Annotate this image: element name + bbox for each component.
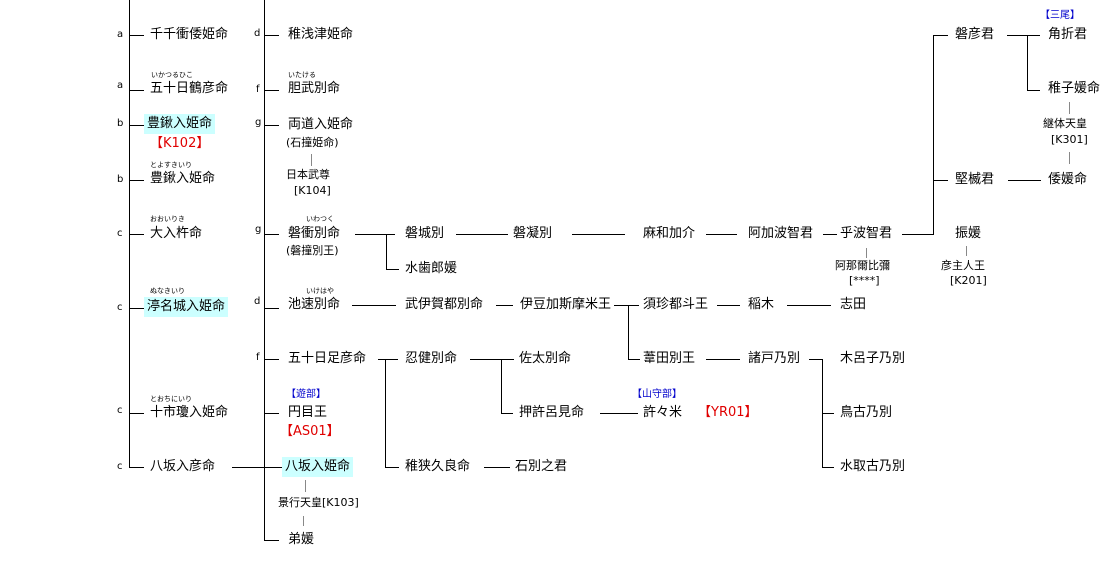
person-keiko[interactable]: 景行天皇[K103] (278, 496, 359, 509)
code-anaeni[interactable]: [****] (849, 274, 880, 287)
person-ishiwake[interactable]: 石別之君 (515, 459, 568, 474)
person-oshikoromi[interactable]: 押許呂見命 (519, 405, 585, 420)
person-iwagori[interactable]: 磐凝別 (513, 226, 553, 241)
group-asobe: 【遊部】 (286, 389, 326, 400)
alt-name-futaji: (石撞姫命) (286, 136, 339, 149)
gen-letter: b (117, 118, 124, 129)
person-iwahiko[interactable]: 磐彦君 (955, 27, 995, 42)
person-shida[interactable]: 志田 (840, 297, 867, 312)
person-katasu[interactable]: 堅楲君 (955, 172, 995, 187)
gen-letter: a (117, 29, 124, 40)
person-iwatsuku[interactable]: 磐衝別命 (288, 226, 341, 241)
person-anaeni[interactable]: 阿那爾比彌 (835, 259, 890, 272)
person-ikatsuru[interactable]: 五十日鶴彦命 (150, 81, 229, 96)
gen-letter: b (117, 174, 124, 185)
gen-letter: a (117, 80, 124, 91)
code-k201[interactable]: [K201] (950, 274, 987, 287)
person-tsunoori[interactable]: 角折君 (1048, 27, 1088, 42)
gen-letter: c (117, 228, 123, 239)
person-hikoushi[interactable]: 彦主人王 (941, 259, 985, 272)
gen-letter: c (117, 461, 123, 472)
person-ooiri[interactable]: 大入杵命 (150, 226, 203, 241)
person-takeigatsu[interactable]: 武伊賀都別命 (405, 297, 484, 312)
ruby-toyosuki: とよすきいり (150, 161, 192, 169)
code-k102[interactable]: 【K102】 (150, 136, 210, 151)
person-kokome[interactable]: 許々米 (643, 405, 683, 420)
person-kohachi[interactable]: 乎波智君 (840, 226, 893, 241)
person-wakasaku[interactable]: 稚狭久良命 (405, 459, 471, 474)
gen-letter: f (256, 84, 260, 95)
person-akahachi[interactable]: 阿加波智君 (748, 226, 814, 241)
ruby-nunaki: ぬなきいり (150, 287, 185, 295)
person-nuasatsu[interactable]: 稚浅津姫命 (288, 27, 354, 42)
gen-letter: c (117, 405, 123, 416)
code-k301[interactable]: [K301] (1051, 133, 1088, 146)
person-yasakairihiko[interactable]: 八坂入彦命 (150, 459, 216, 474)
person-toyosuki[interactable]: 豊鍬入姫命 (150, 171, 216, 186)
group-mio: 【三尾】 (1040, 10, 1080, 21)
person-wakako[interactable]: 稚子媛命 (1048, 81, 1101, 96)
person-ayata[interactable]: 葦田別王 (643, 351, 696, 366)
person-izukashima[interactable]: 伊豆加斯摩米王 (520, 297, 612, 312)
person-iwaki[interactable]: 磐城別 (405, 226, 445, 241)
ruby-tochini: とおちにいり (150, 395, 192, 403)
person-mitori[interactable]: 水取古乃別 (840, 459, 906, 474)
gen-letter: g (255, 117, 262, 128)
person-mawaka[interactable]: 麻和加介 (643, 226, 696, 241)
person-yamato-hime[interactable]: 倭媛命 (1048, 172, 1088, 187)
person-ikahitarashi[interactable]: 五十日足彦命 (288, 351, 367, 366)
person-sata[interactable]: 佐太別命 (519, 351, 572, 366)
gen-letter: c (117, 302, 123, 313)
person-toyosuki-highlight[interactable]: 豊鍬入姫命 (144, 114, 216, 134)
group-yamamori: 【山守部】 (632, 389, 682, 400)
person-nunaki-highlight[interactable]: 渟名城入姫命 (144, 297, 229, 317)
person-tochini[interactable]: 十市瓊入姫命 (150, 405, 229, 420)
person-ototachibana[interactable]: 弟媛 (288, 532, 315, 547)
person-kiroshi[interactable]: 木呂子乃別 (840, 351, 906, 366)
person-furihime[interactable]: 振媛 (955, 226, 982, 241)
person-futaji[interactable]: 両道入姫命 (288, 117, 354, 132)
gen-letter: g (255, 224, 262, 235)
person-yasakairihime-highlight[interactable]: 八坂入姫命 (282, 457, 354, 477)
person-inagi[interactable]: 稲木 (748, 297, 775, 312)
person-susutsu[interactable]: 須珍都斗王 (643, 297, 709, 312)
person-ikehaya[interactable]: 池速別命 (288, 297, 341, 312)
code-yr01[interactable]: 【YR01】 (698, 405, 758, 420)
ruby-ikatsuru: いかつるひこ (151, 71, 193, 79)
person-mizuha[interactable]: 水歯郎媛 (405, 261, 458, 276)
ruby-ooiri: おおいりき (150, 215, 185, 223)
person-keitai[interactable]: 継体天皇 (1043, 117, 1087, 130)
person-torikono[interactable]: 鳥古乃別 (840, 405, 893, 420)
code-as01[interactable]: 【AS01】 (280, 424, 340, 439)
code-k104[interactable]: [K104] (294, 184, 331, 197)
person-oshitake[interactable]: 忍健別命 (405, 351, 458, 366)
alt-name-iwatsuku: (磐撞別王) (286, 244, 339, 257)
gen-letter: d (254, 28, 261, 39)
person-itakeru[interactable]: 胆武別命 (288, 81, 341, 96)
person-chichi[interactable]: 千千衝倭姫命 (150, 27, 229, 42)
ruby-iwatsuku: いわつく (306, 215, 334, 223)
ruby-ikehaya: いけはや (306, 287, 334, 295)
person-tsubura[interactable]: 円目王 (288, 405, 328, 420)
person-yamato-takeru[interactable]: 日本武尊 (286, 168, 330, 181)
gen-letter: f (256, 352, 260, 363)
person-morotono[interactable]: 諸戸乃別 (748, 351, 801, 366)
gen-letter: d (254, 296, 261, 307)
ruby-itakeru: いたける (288, 71, 316, 79)
